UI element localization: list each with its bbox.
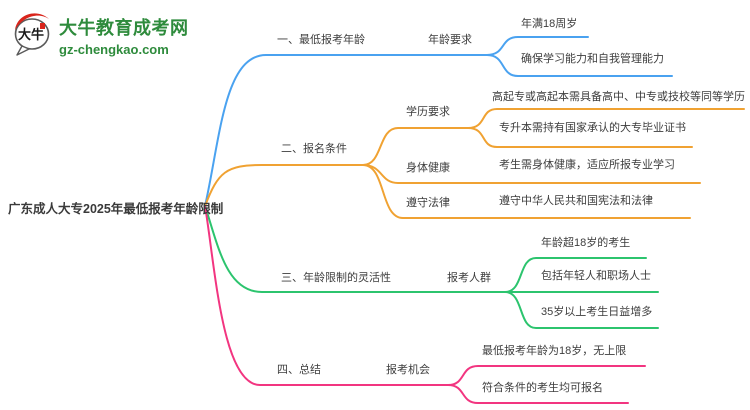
branch4-leaf1: 最低报考年龄为18岁，无上限	[482, 345, 627, 357]
connector-branch4-leaf2	[447, 384, 629, 404]
branch3-leaf2: 包括年轻人和职场人士	[541, 270, 651, 282]
branch2-child1-leaf1: 高起专或高起本需具备高中、中专或技校等同等学历	[492, 91, 745, 103]
connector-branch3-main	[204, 205, 506, 293]
logo-red-seal	[40, 23, 45, 29]
connector-branch3-leaf3	[504, 291, 659, 329]
connector-branch1-leaf1	[486, 36, 589, 56]
branch4-label: 四、总结	[277, 364, 321, 376]
branch3-leaf1: 年龄超18岁的考生	[541, 237, 631, 249]
connector-branch2-sub1-leaf2	[467, 127, 693, 148]
connector-branch4-leaf1	[447, 365, 646, 386]
branch1-leaf1: 年满18周岁	[521, 18, 578, 30]
logo-red-arc	[15, 13, 49, 30]
central-topic: 广东成人大专2025年最低报考年龄限制	[8, 202, 224, 216]
connector-branch2-sub1	[362, 127, 469, 166]
site-name: 大牛教育成考网	[59, 18, 189, 38]
site-logo: 大牛 大牛教育成考网 gz-chengkao.com	[10, 8, 189, 57]
branch1-child1-label: 年龄要求	[428, 34, 472, 46]
connector-branch2-main	[204, 164, 364, 207]
branch1-leaf2: 确保学习能力和自我管理能力	[521, 53, 664, 65]
connector-branch2-sub3	[362, 164, 691, 219]
connector-branch3-leaf1	[504, 257, 647, 293]
branch3-child1-label: 报考人群	[447, 272, 491, 284]
branch2-child3-leaf1: 遵守中华人民共和国宪法和法律	[499, 195, 653, 207]
connector-branch1-main	[204, 54, 488, 207]
branch4-child1-label: 报考机会	[386, 364, 430, 376]
connector-branch1-leaf2	[486, 54, 673, 77]
branch2-child3-label: 遵守法律	[406, 197, 450, 209]
connector-branch4-main	[204, 205, 449, 386]
branch2-child1-leaf2: 专升本需持有国家承认的大专毕业证书	[499, 122, 686, 134]
branch2-child2-leaf1: 考生需身体健康，适应所报专业学习	[499, 159, 675, 171]
branch2-child2-label: 身体健康	[406, 162, 450, 174]
branch3-leaf3: 35岁以上考生日益增多	[541, 306, 653, 318]
branch3-label: 三、年龄限制的灵活性	[281, 272, 391, 284]
logo-bull-icon: 大牛	[14, 13, 50, 56]
connector-branch2-sub1-leaf1	[467, 108, 745, 129]
branch4-leaf2: 符合条件的考生均可报名	[482, 382, 603, 394]
site-url: gz-chengkao.com	[59, 42, 169, 57]
logo-icon-text: 大牛	[18, 27, 44, 42]
branch1-label: 一、最低报考年龄	[277, 34, 365, 46]
branch2-child1-label: 学历要求	[406, 106, 450, 118]
branch2-label: 二、报名条件	[281, 143, 347, 155]
